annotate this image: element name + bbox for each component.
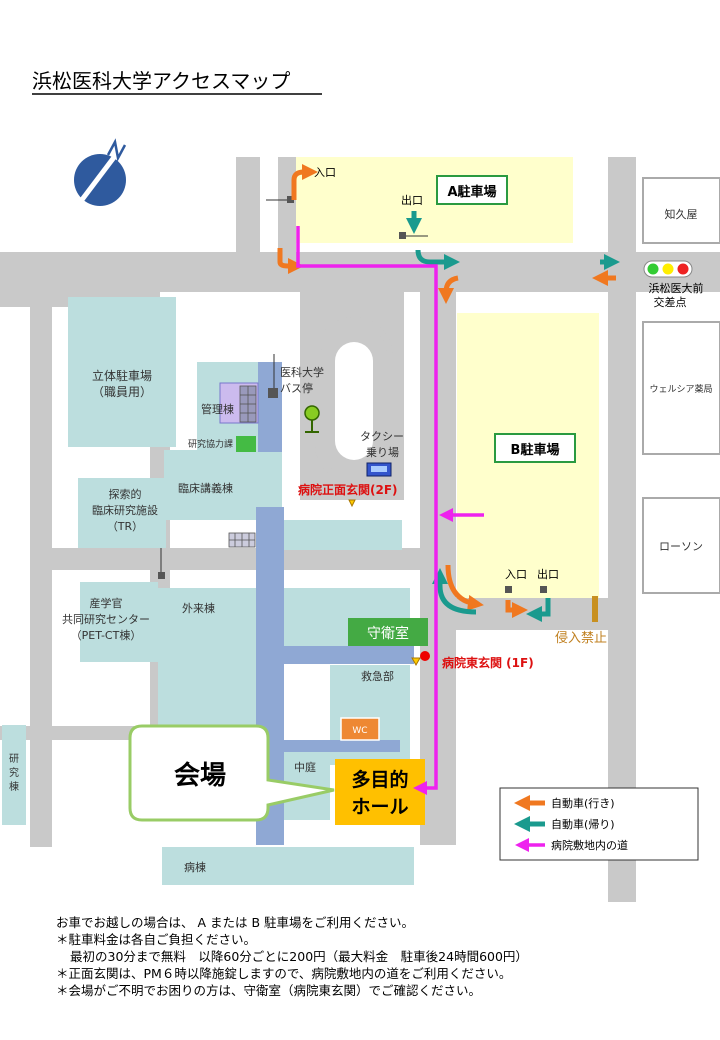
bus-stop-marker bbox=[268, 388, 278, 398]
welcia-building bbox=[642, 321, 720, 455]
chikuya-label: 知久屋 bbox=[665, 207, 698, 221]
hall-label-1: 多目的 bbox=[351, 768, 408, 791]
car-in-arrows bbox=[277, 163, 616, 619]
chikuya-building bbox=[642, 177, 720, 244]
note-line-5: ＊会場がご不明でお困りの方は、守衛室（病院東玄関）でご確認ください。 bbox=[56, 983, 482, 998]
main-entrance-label: 病院正面玄関(2F) bbox=[298, 482, 398, 497]
research-coop-green bbox=[236, 436, 256, 452]
research-bldg-label-2: 究 bbox=[9, 766, 19, 779]
welcia-label: ウェルシア薬局 bbox=[649, 383, 712, 395]
intersection-label-1: 浜松医大前 bbox=[649, 281, 704, 295]
parking-a-entrance-label: 入口 bbox=[314, 166, 336, 179]
lawson-label: ローソン bbox=[659, 540, 703, 553]
hall-label-2: ホール bbox=[351, 796, 408, 818]
east-entrance-marker bbox=[411, 657, 421, 667]
parking-a-label: A駐車場 bbox=[447, 184, 496, 200]
tr-label-2: 臨床研究施設 bbox=[92, 503, 158, 517]
intersection-label-2: 交差点 bbox=[654, 295, 687, 309]
sangaku-label-3: （PET-CT棟） bbox=[71, 628, 142, 642]
multipurpose-hall bbox=[335, 759, 425, 825]
taxi-loop-inner bbox=[315, 317, 393, 483]
tr-label-1: 探索的 bbox=[109, 487, 142, 501]
venue-label: 会場 bbox=[174, 761, 226, 791]
parking-b-label: B駐車場 bbox=[511, 442, 560, 458]
taxi-label-1: タクシー bbox=[360, 430, 404, 443]
note-line-4: ＊正面玄関は、PM６時以降施錠しますので、病院敷地内の道をご利用ください。 bbox=[56, 966, 512, 981]
car-out-arrows bbox=[405, 211, 621, 623]
parking-a-area bbox=[280, 157, 573, 243]
admin-label: 管理棟 bbox=[201, 402, 234, 416]
admin-grid bbox=[239, 385, 257, 423]
east-entrance-label: 病院東玄関 (1F) bbox=[442, 655, 534, 670]
legend-walk: 病院敷地内の道 bbox=[551, 838, 628, 852]
walking-path bbox=[296, 226, 484, 795]
parking-structure-label-2: （職員用） bbox=[92, 385, 152, 399]
tr-label-3: （TR） bbox=[107, 520, 143, 533]
research-bldg-label-3: 棟 bbox=[9, 780, 19, 793]
bus-stop-icon bbox=[304, 405, 320, 433]
sangaku-label-2: 共同研究センター bbox=[62, 612, 150, 626]
guard-room bbox=[348, 618, 428, 646]
courtyard-label: 中庭 bbox=[294, 760, 316, 774]
note-line-1: お車でお越しの場合は、 A または B 駐車場をご利用ください。 bbox=[56, 915, 415, 930]
note-line-2: ＊駐車料金は各自ご負担ください。 bbox=[56, 932, 257, 947]
gate-markers bbox=[287, 196, 547, 593]
bus-stop-label-1: 医科大学 bbox=[280, 365, 324, 379]
wc-label: WC bbox=[352, 726, 367, 736]
parking-a-exit-label: 出口 bbox=[401, 193, 423, 207]
east-entrance-dot bbox=[420, 651, 430, 661]
legend: 自動車(行き) 自動車(帰り) 病院敷地内の道 bbox=[499, 787, 699, 861]
legend-car-in: 自動車(行き) bbox=[551, 796, 615, 810]
parking-b-label-box bbox=[494, 433, 576, 463]
parking-notes: お車でお越しの場合は、 A または B 駐車場をご利用ください。 ＊駐車料金は各… bbox=[56, 914, 696, 999]
bus-stop-label-2: バス停 bbox=[280, 381, 313, 395]
venue-callout bbox=[128, 724, 335, 822]
note-line-3: 最初の30分まで無料 以降60分ごとに200円（最大料金 駐車後24時間600円… bbox=[70, 949, 528, 964]
ward-label: 病棟 bbox=[184, 860, 206, 874]
taxi-label-2: 乗り場 bbox=[366, 446, 399, 459]
research-coop-label: 研究協力課 bbox=[188, 438, 233, 450]
lawson-building bbox=[642, 497, 720, 594]
parking-structure-label-1: 立体駐車場 bbox=[92, 368, 152, 383]
outpatient-label: 外来棟 bbox=[182, 601, 215, 615]
no-entry-label: 侵入禁止 bbox=[555, 630, 607, 646]
traffic-signal-icon bbox=[643, 260, 693, 278]
parking-b-entrance-label: 入口 bbox=[505, 568, 527, 581]
emergency-label: 救急部 bbox=[361, 669, 394, 683]
parking-a-label-box bbox=[436, 175, 508, 205]
sangaku-label-1: 産学官 bbox=[90, 596, 123, 610]
no-entry-bar bbox=[592, 596, 598, 622]
guard-room-label: 守衛室 bbox=[367, 625, 409, 642]
map-title: 浜松医科大学アクセスマップ bbox=[32, 69, 290, 93]
north-arrow-icon bbox=[74, 138, 127, 207]
research-bldg-label-1: 研 bbox=[9, 753, 19, 765]
campus-access-map: 浜松医科大学アクセスマップ 知久屋 ウェルシア薬局 ローソン 浜 bbox=[0, 69, 720, 902]
wc-box bbox=[340, 717, 380, 741]
legend-car-out: 自動車(帰り) bbox=[551, 817, 615, 831]
clinical-lecture-label: 臨床講義棟 bbox=[178, 481, 233, 495]
main-entrance-marker bbox=[348, 499, 356, 508]
parking-b-exit-label: 出口 bbox=[537, 567, 559, 581]
taxi-loop-island bbox=[335, 342, 373, 460]
clinical-grid bbox=[228, 532, 256, 548]
